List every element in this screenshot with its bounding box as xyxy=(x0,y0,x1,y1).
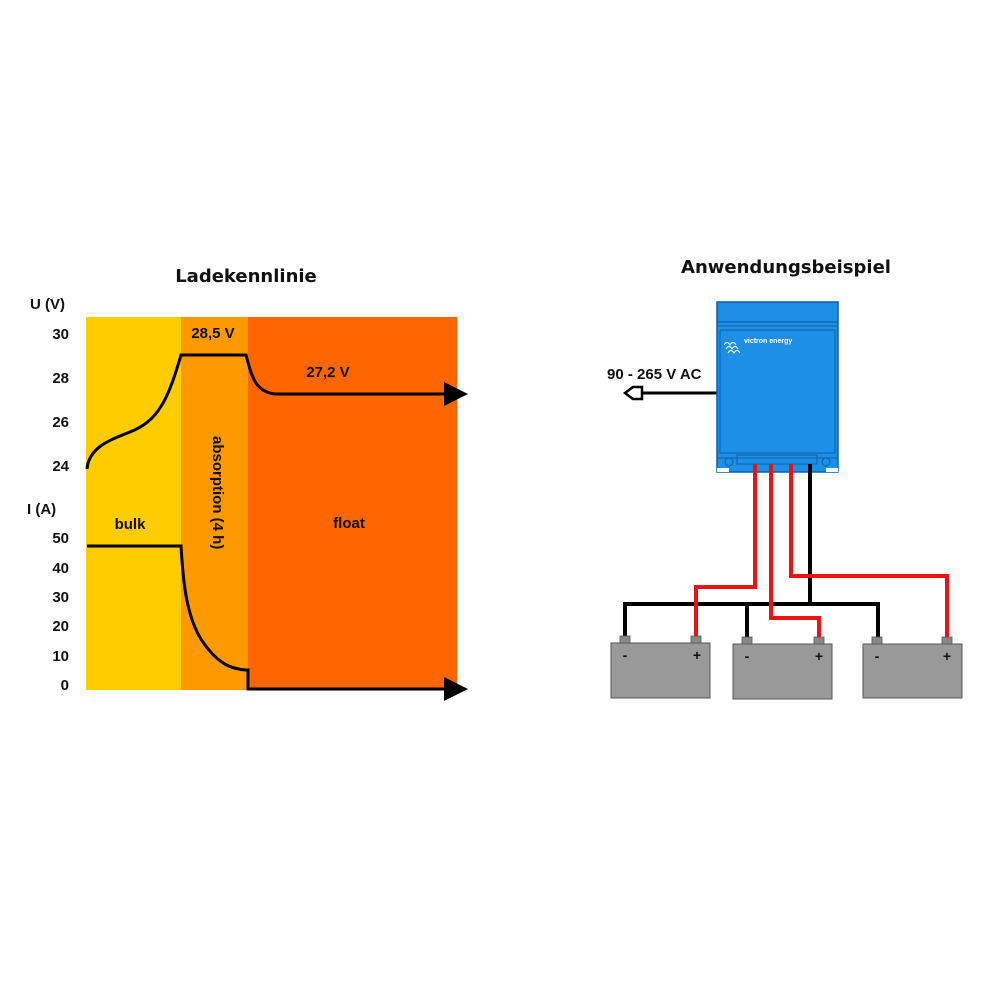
battery-1: - + xyxy=(610,635,711,699)
voltage-tick: 30 xyxy=(52,326,69,343)
battery-plus-label: + xyxy=(693,647,701,663)
negative-cables xyxy=(623,464,880,638)
float-voltage-label: 27,2 V xyxy=(306,364,349,381)
current-tick: 30 xyxy=(52,589,69,606)
phase-label-bulk: bulk xyxy=(115,516,146,533)
ac-input-label: 90 - 265 V AC xyxy=(607,366,702,383)
phase-band-float xyxy=(248,317,457,690)
charger xyxy=(716,301,839,473)
absorption-voltage-label: 28,5 V xyxy=(191,325,234,342)
battery-plus-label: + xyxy=(943,648,951,664)
battery-minus-label: - xyxy=(875,648,880,664)
phase-label-absorption: absorption (4 h) xyxy=(209,436,226,549)
current-curve xyxy=(87,544,468,701)
ac-plug-icon xyxy=(622,385,644,401)
battery-minus-label: - xyxy=(623,647,628,663)
voltage-curve xyxy=(85,353,468,470)
application-title: Anwendungsbeispiel xyxy=(681,257,891,278)
voltage-tick: 28 xyxy=(52,370,69,387)
chart-title: Ladekennlinie xyxy=(175,266,317,287)
current-tick: 40 xyxy=(52,560,69,577)
voltage-tick: 26 xyxy=(52,414,69,431)
voltage-axis-label: U (V) xyxy=(30,296,65,313)
phase-label-float: float xyxy=(333,515,365,532)
current-axis-label: I (A) xyxy=(27,501,56,518)
victron-logo-icon xyxy=(723,342,741,354)
battery-2: - + xyxy=(732,636,833,700)
current-tick: 50 xyxy=(52,530,69,547)
battery-plus-label: + xyxy=(815,648,823,664)
voltage-tick: 24 xyxy=(52,458,69,475)
battery-3: - + xyxy=(862,636,963,699)
phase-band-absorption xyxy=(181,317,248,690)
current-tick: 10 xyxy=(52,648,69,665)
battery-minus-label: - xyxy=(745,648,750,664)
current-tick: 0 xyxy=(61,677,69,694)
positive-cables xyxy=(694,464,949,638)
brand-label: victron energy xyxy=(744,338,792,345)
current-tick: 20 xyxy=(52,618,69,635)
phase-band-bulk xyxy=(86,317,181,690)
